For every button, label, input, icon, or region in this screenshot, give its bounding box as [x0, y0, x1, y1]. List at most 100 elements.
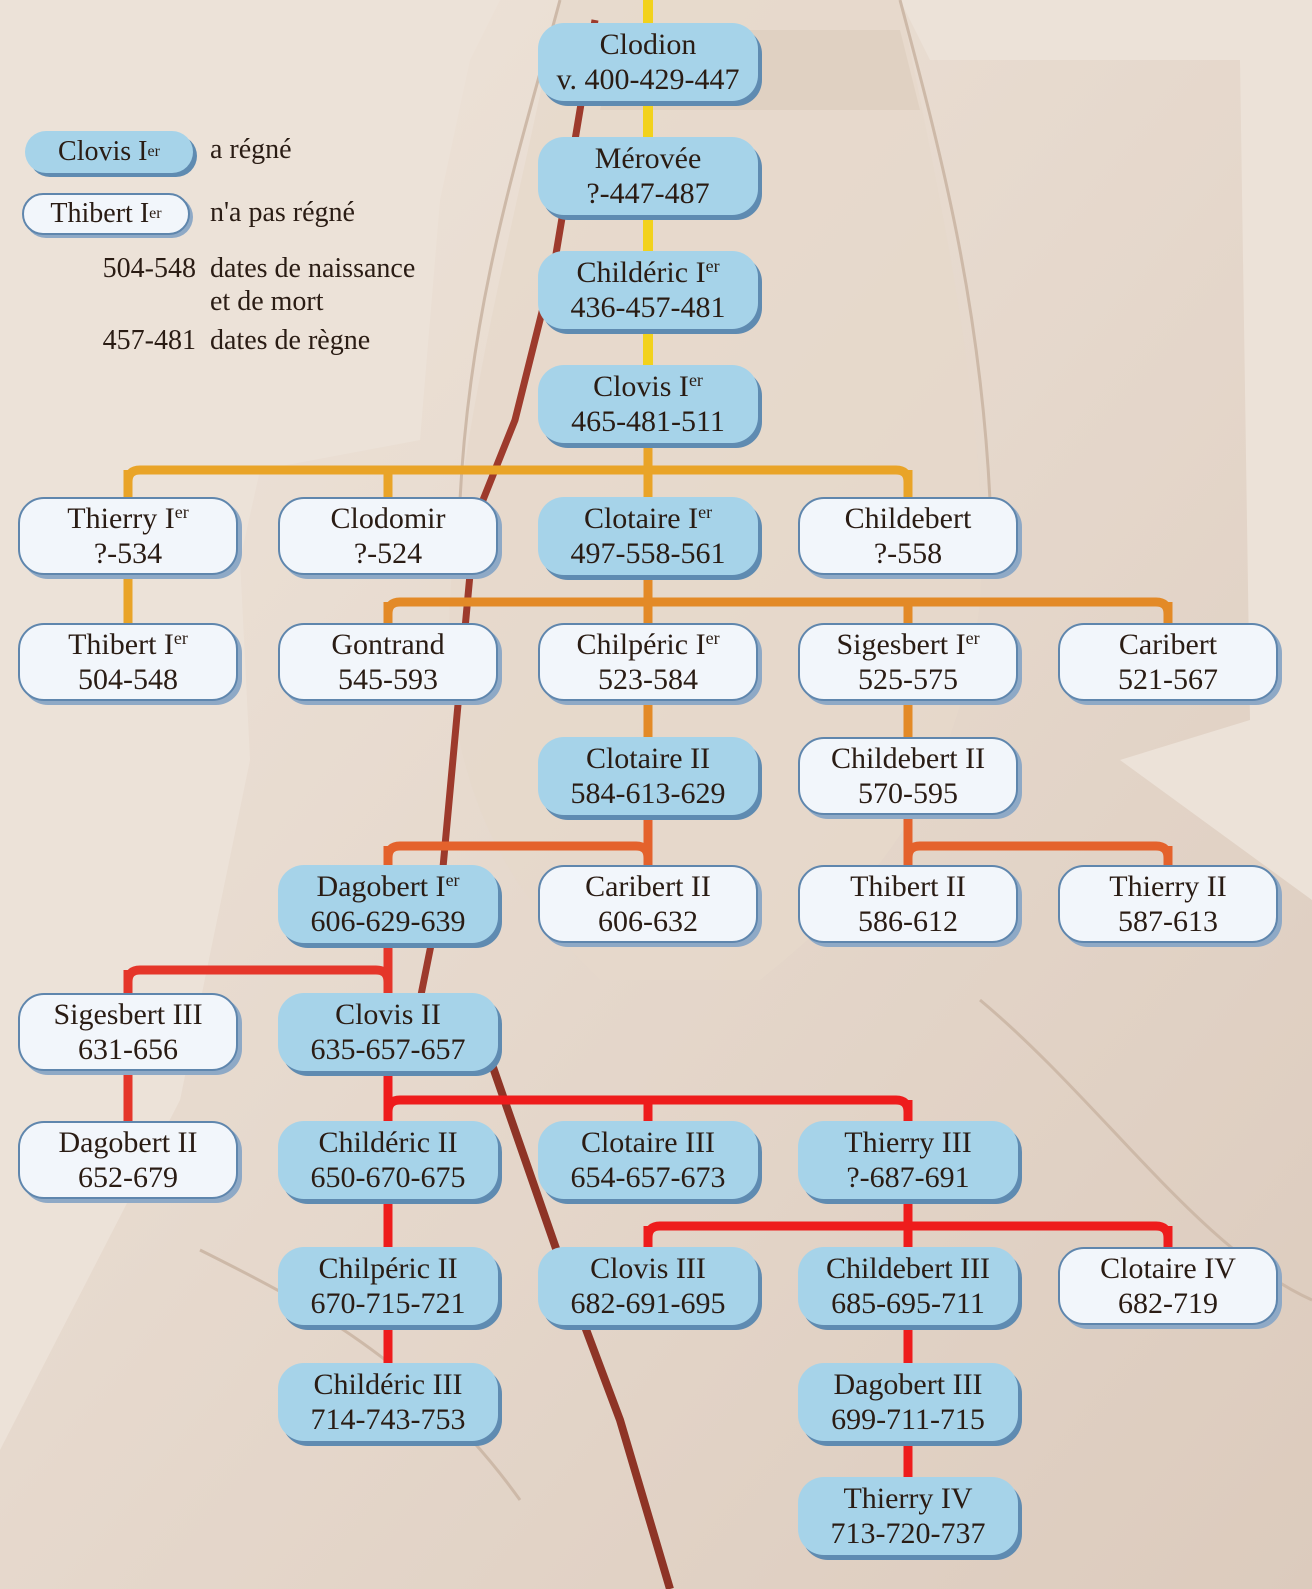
legend-reigned-text: a régné: [210, 134, 292, 166]
king-name: Caribert: [1119, 627, 1217, 662]
king-name: Chilpéric Ier: [576, 627, 719, 662]
king-name: Childéric III: [313, 1367, 462, 1402]
king-name-ordinal: er: [175, 502, 189, 522]
king-name-text: Mérovée: [595, 142, 702, 175]
king-name-ordinal: er: [174, 628, 188, 648]
king-node-childebert: Childebert?-558: [798, 497, 1018, 575]
clovis1-children-bus: [128, 470, 908, 482]
king-name: Sigesbert III: [53, 997, 202, 1032]
king-name: Caribert II: [585, 869, 711, 904]
childebert2-children-bus: [908, 846, 1168, 858]
king-dates: ?-534: [94, 536, 162, 571]
king-name: Childebert III: [826, 1251, 990, 1286]
dagobert1-children-bus: [128, 970, 388, 982]
king-name-text: Chilpéric II: [318, 1252, 457, 1285]
king-name-text: Gontrand: [331, 628, 444, 661]
king-node-merovee: Mérovée?-447-487: [538, 137, 758, 215]
king-dates: 714-743-753: [311, 1402, 466, 1437]
king-dates: 631-656: [78, 1032, 178, 1067]
king-name-text: Clovis III: [590, 1252, 706, 1285]
king-node-dagobert3: Dagobert III699-711-715: [798, 1363, 1018, 1441]
king-name-text: Dagobert I: [316, 870, 445, 903]
king-name: Sigesbert Ier: [836, 627, 979, 662]
king-name-text: Clotaire IV: [1100, 1252, 1236, 1285]
king-name-text: Childebert: [845, 502, 972, 535]
king-name: Clovis Ier: [593, 369, 703, 404]
legend-reigned-pill: Clovis Ier: [25, 131, 193, 173]
king-name: Clovis III: [590, 1251, 706, 1286]
king-dates: 545-593: [338, 662, 438, 697]
king-name: Clotaire III: [581, 1125, 715, 1160]
clotaire2-children-bus: [388, 846, 648, 858]
king-dates: ?-447-487: [586, 176, 709, 211]
king-node-thierry3: Thierry III?-687-691: [798, 1121, 1018, 1199]
king-node-childeric1: Childéric Ier436-457-481: [538, 251, 758, 329]
king-name: Thierry Ier: [67, 501, 188, 536]
king-name-text: Clovis I: [593, 370, 689, 403]
king-name: Clodomir: [330, 501, 445, 536]
king-dates: 521-567: [1118, 662, 1218, 697]
king-name: Clotaire IV: [1100, 1251, 1236, 1286]
king-dates: ?-524: [354, 536, 422, 571]
legend-birth-death-text-1: dates de naissance: [210, 253, 415, 285]
king-dates: 606-632: [598, 904, 698, 939]
king-dates: 650-670-675: [311, 1160, 466, 1195]
king-name: Mérovée: [595, 141, 702, 176]
legend-not-reigned-name: Thibert I: [50, 198, 149, 230]
king-name-text: Dagobert III: [833, 1368, 982, 1401]
king-name-text: Sigesbert III: [53, 998, 202, 1031]
king-dates: 713-720-737: [831, 1516, 986, 1551]
king-name: Childéric II: [318, 1125, 457, 1160]
king-dates: 436-457-481: [571, 290, 726, 325]
king-name: Thibert Ier: [68, 627, 188, 662]
king-dates: ?-687-691: [846, 1160, 969, 1195]
king-name-ordinal: er: [706, 256, 720, 276]
king-name: Clotaire Ier: [584, 501, 712, 536]
king-name-ordinal: er: [966, 628, 980, 648]
king-name-text: Childéric III: [313, 1368, 462, 1401]
king-name: Thibert II: [850, 869, 966, 904]
king-dates: ?-558: [874, 536, 942, 571]
king-name: Clotaire II: [586, 741, 710, 776]
king-dates: 465-481-511: [571, 404, 725, 439]
legend-reign-text: dates de règne: [210, 325, 370, 357]
king-dates: v. 400-429-447: [556, 62, 739, 97]
king-name: Gontrand: [331, 627, 444, 662]
king-node-dagobert2: Dagobert II652-679: [18, 1121, 238, 1199]
king-dates: 685-695-711: [831, 1286, 985, 1321]
king-name-text: Thierry III: [844, 1126, 971, 1159]
king-name-text: Caribert: [1119, 628, 1217, 661]
king-name-ordinal: er: [698, 502, 712, 522]
king-name-text: Thierry IV: [843, 1482, 972, 1515]
king-name-text: Caribert II: [585, 870, 711, 903]
king-dates: 586-612: [858, 904, 958, 939]
king-dates: 504-548: [78, 662, 178, 697]
king-name-text: Chilpéric I: [576, 628, 705, 661]
king-name: Clovis II: [335, 997, 441, 1032]
king-name: Dagobert Ier: [316, 869, 459, 904]
king-name-text: Dagobert II: [58, 1126, 197, 1159]
king-dates: 570-595: [858, 776, 958, 811]
king-dates: 699-711-715: [831, 1402, 985, 1437]
king-dates: 670-715-721: [311, 1286, 466, 1321]
king-dates: 635-657-657: [311, 1032, 466, 1067]
king-name-text: Clotaire III: [581, 1126, 715, 1159]
king-name: Childebert: [845, 501, 972, 536]
